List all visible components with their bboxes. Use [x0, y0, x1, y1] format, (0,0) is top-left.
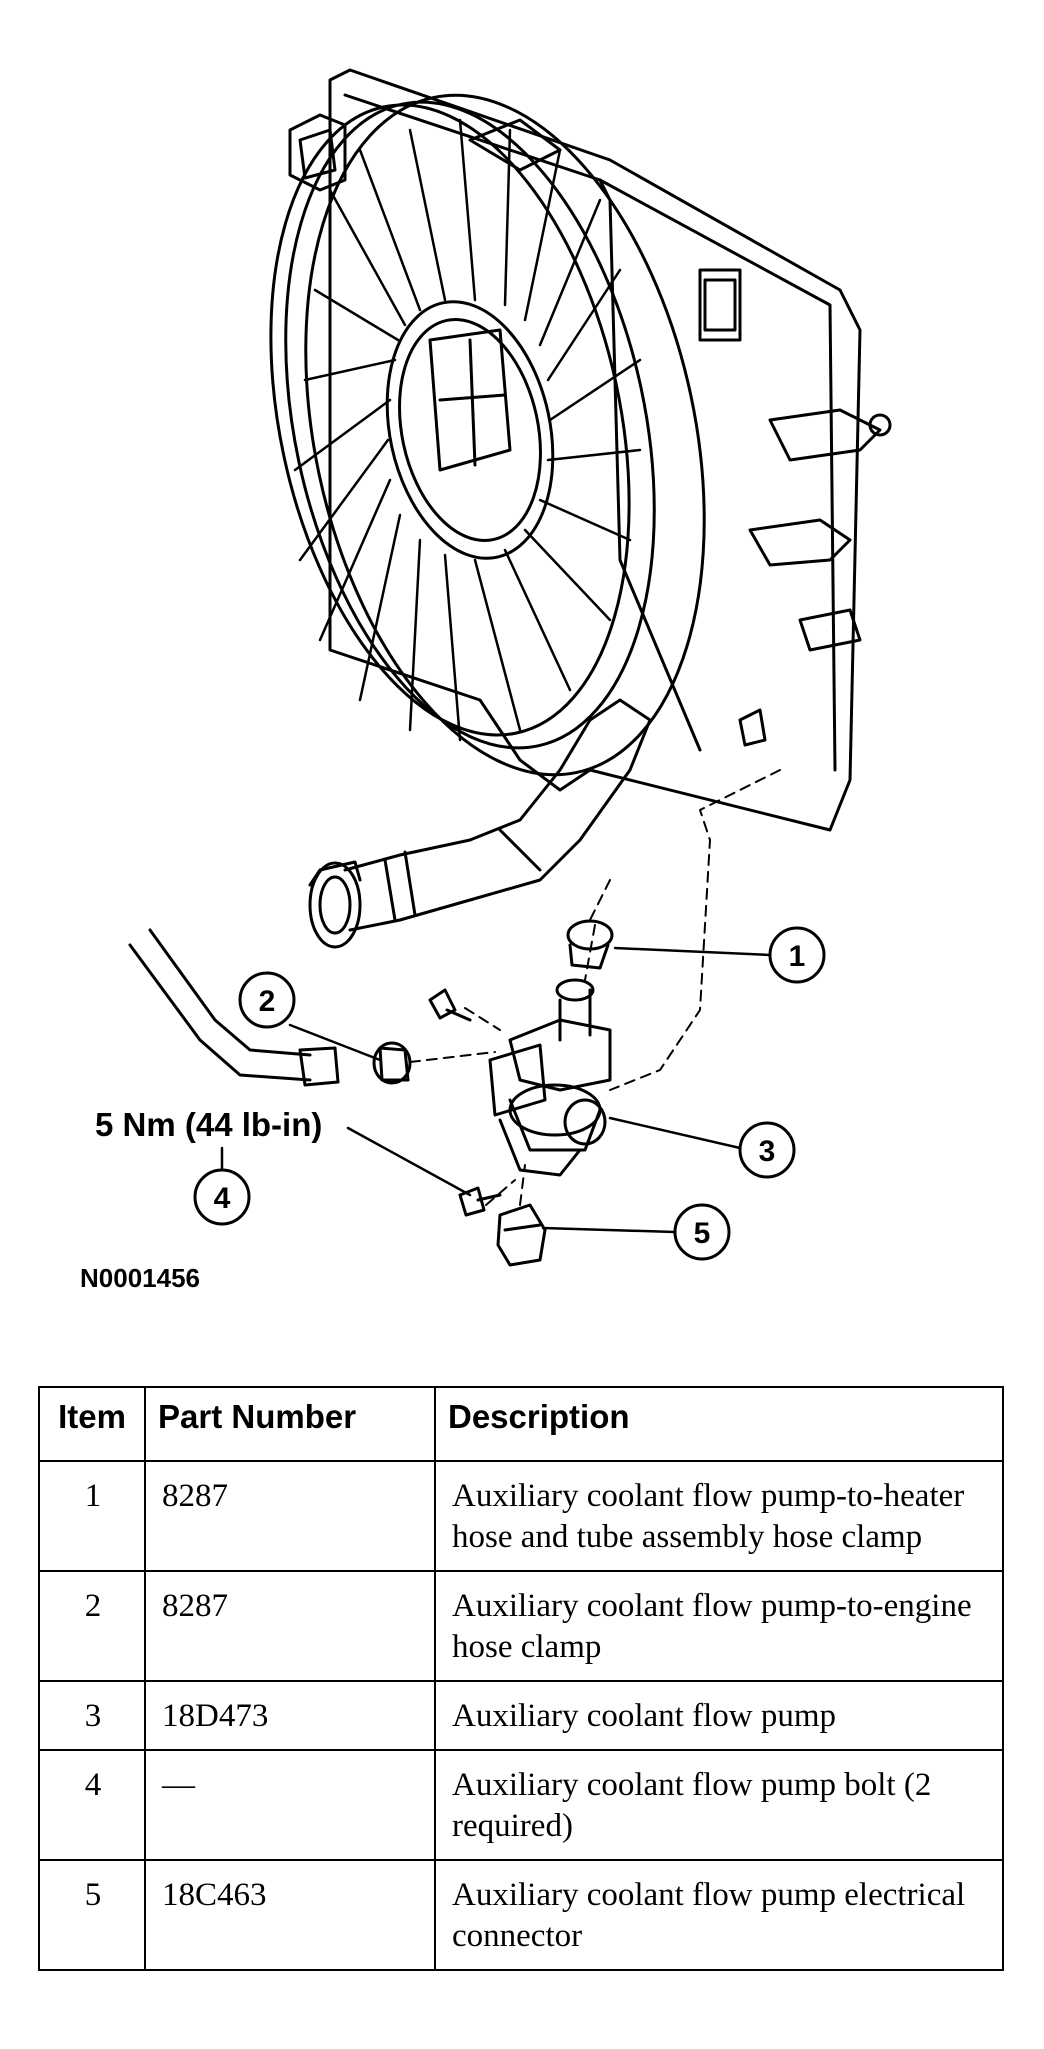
- table-row: 3 18D473 Auxiliary coolant flow pump: [38, 1680, 1004, 1751]
- engine-hose: [128, 928, 340, 1087]
- exploded-view-diagram: 1 2 3 4 5 5 Nm (44 lb-in) N0001456: [80, 68, 892, 1293]
- cell-part-number: 18D473: [144, 1680, 436, 1751]
- hose-clamp-2: [372, 1041, 412, 1085]
- cell-item: 1: [38, 1460, 146, 1572]
- figure-id: N0001456: [80, 1263, 200, 1293]
- cooling-fan: [269, 93, 706, 777]
- fan-shroud: [288, 68, 892, 832]
- callout-4: 4: [193, 1168, 251, 1226]
- callout-1: 1: [768, 926, 826, 984]
- table-header-row: Item Part Number Description: [38, 1386, 1004, 1462]
- cell-description: Auxiliary coolant flow pump-to-heater ho…: [434, 1460, 1004, 1572]
- table-row: 4 — Auxiliary coolant flow pump bolt (2 …: [38, 1749, 1004, 1861]
- table-row: 5 18C463 Auxiliary coolant flow pump ele…: [38, 1859, 1004, 1971]
- cell-part-number: 8287: [144, 1570, 436, 1682]
- cell-item: 5: [38, 1859, 146, 1971]
- heater-hose: [308, 698, 652, 949]
- cell-part-number: 8287: [144, 1460, 436, 1572]
- parts-table: Item Part Number Description 1 8287 Auxi…: [38, 1386, 1004, 1971]
- cell-item: 2: [38, 1570, 146, 1682]
- hose-clamp-1: [566, 919, 614, 970]
- cell-description: Auxiliary coolant flow pump bolt (2 requ…: [434, 1749, 1004, 1861]
- auxiliary-coolant-pump: [488, 978, 612, 1177]
- callout-5: 5: [673, 1203, 731, 1261]
- torque-spec: 5 Nm (44 lb-in): [95, 1106, 322, 1143]
- cell-item: 3: [38, 1680, 146, 1751]
- bolt-upper: [428, 988, 472, 1022]
- table-row: 2 8287 Auxiliary coolant flow pump-to-en…: [38, 1570, 1004, 1682]
- electrical-connector: [496, 1203, 547, 1267]
- cell-description: Auxiliary coolant flow pump: [434, 1680, 1004, 1751]
- callout-1-label: 1: [789, 940, 806, 973]
- callout-2: 2: [238, 971, 296, 1029]
- callout-4-label: 4: [214, 1182, 231, 1215]
- table-row: 1 8287 Auxiliary coolant flow pump-to-he…: [38, 1460, 1004, 1572]
- callout-2-label: 2: [259, 985, 276, 1018]
- header-part-number: Part Number: [144, 1386, 436, 1462]
- header-description: Description: [434, 1386, 1004, 1462]
- cell-part-number: 18C463: [144, 1859, 436, 1971]
- assembly-lines: [409, 769, 781, 1206]
- cell-description: Auxiliary coolant flow pump-to-engine ho…: [434, 1570, 1004, 1682]
- callout-3-label: 3: [759, 1135, 776, 1168]
- bolt-lower: [458, 1186, 502, 1217]
- cell-description: Auxiliary coolant flow pump electrical c…: [434, 1859, 1004, 1971]
- header-item: Item: [38, 1386, 146, 1462]
- callout-5-label: 5: [694, 1217, 711, 1250]
- leader-lines: [220, 946, 772, 1234]
- callout-3: 3: [738, 1121, 796, 1179]
- cell-part-number: —: [144, 1749, 436, 1861]
- cell-item: 4: [38, 1749, 146, 1861]
